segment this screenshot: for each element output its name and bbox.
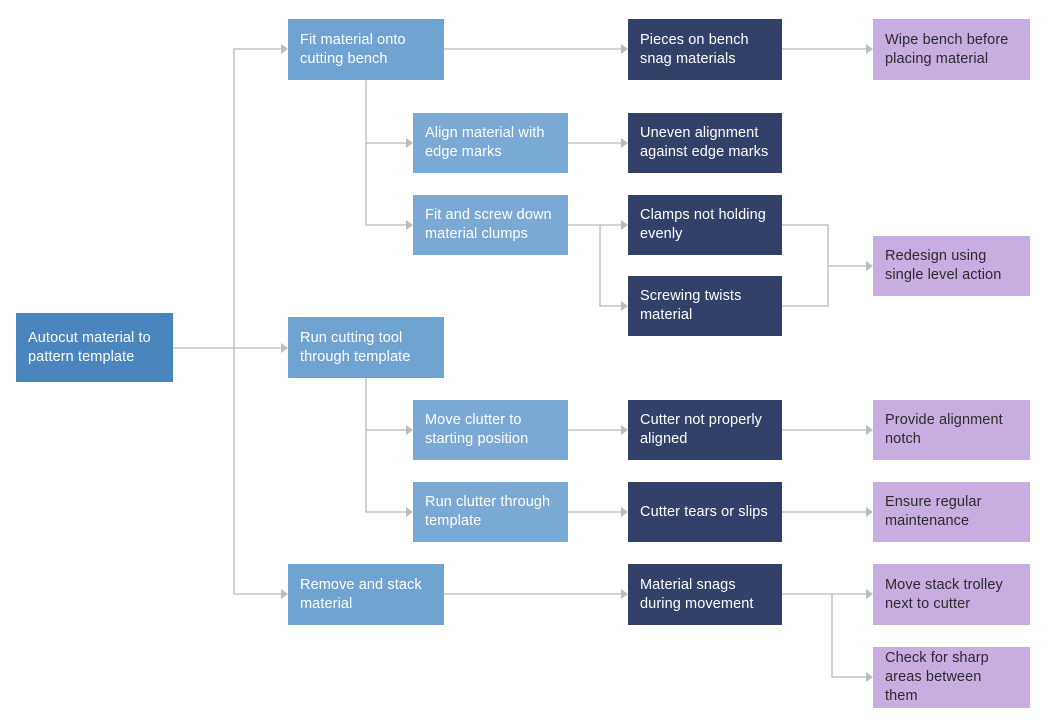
arrow-run-clutter bbox=[406, 507, 413, 517]
arrow-material-snags bbox=[621, 589, 628, 599]
node-move-clutter-to-starting-position[interactable]: Move clutter to starting position bbox=[413, 400, 568, 460]
edge-run-to-move-clutter bbox=[365, 378, 406, 431]
node-material-snags-during-movement[interactable]: Material snags during movement bbox=[628, 564, 782, 625]
arrow-remove-stack bbox=[281, 589, 288, 599]
node-uneven-alignment-against-edge-marks[interactable]: Uneven alignment against edge marks bbox=[628, 113, 782, 173]
arrow-align-material bbox=[406, 138, 413, 148]
edge-run-to-run-clutter bbox=[365, 430, 406, 513]
node-provide-alignment-notch[interactable]: Provide alignment notch bbox=[873, 400, 1030, 460]
edge-snags-to-check-sharp bbox=[782, 593, 866, 678]
node-fit-and-screw-down-material-clumps[interactable]: Fit and screw down material clumps bbox=[413, 195, 568, 255]
arrow-check-sharp bbox=[866, 672, 873, 682]
node-remove-and-stack-material[interactable]: Remove and stack material bbox=[288, 564, 444, 625]
node-clamps-not-holding-evenly[interactable]: Clamps not holding evenly bbox=[628, 195, 782, 255]
arrow-wipe-bench bbox=[866, 44, 873, 54]
arrow-provide-notch bbox=[866, 425, 873, 435]
arrow-fit-material bbox=[281, 44, 288, 54]
node-root[interactable]: Autocut material to pattern template bbox=[16, 313, 173, 382]
edge-screwdown-to-screwing bbox=[568, 224, 621, 307]
edge-root-to-fit-material bbox=[233, 48, 281, 348]
node-move-stack-trolley-next-to-cutter[interactable]: Move stack trolley next to cutter bbox=[873, 564, 1030, 625]
arrow-cutter-tears bbox=[621, 507, 628, 517]
arrow-screwing-twists bbox=[621, 301, 628, 311]
node-cutter-not-properly-aligned[interactable]: Cutter not properly aligned bbox=[628, 400, 782, 460]
arrow-redesign bbox=[866, 261, 873, 271]
node-pieces-on-bench-snag-materials[interactable]: Pieces on bench snag materials bbox=[628, 19, 782, 80]
node-cutter-tears-or-slips[interactable]: Cutter tears or slips bbox=[628, 482, 782, 542]
arrow-move-clutter bbox=[406, 425, 413, 435]
arrow-pieces-on-bench bbox=[621, 44, 628, 54]
edge-fit-to-screwdown bbox=[365, 143, 406, 226]
edge-fit-to-align bbox=[365, 80, 406, 144]
node-ensure-regular-maintenance[interactable]: Ensure regular maintenance bbox=[873, 482, 1030, 542]
edge-merge-to-redesign bbox=[782, 224, 829, 307]
node-run-clutter-through-template[interactable]: Run clutter through template bbox=[413, 482, 568, 542]
arrow-run-cutting bbox=[281, 343, 288, 353]
arrow-fit-screw-down bbox=[406, 220, 413, 230]
node-run-cutting-tool-through-template[interactable]: Run cutting tool through template bbox=[288, 317, 444, 378]
node-wipe-bench-before-placing-material[interactable]: Wipe bench before placing material bbox=[873, 19, 1030, 80]
arrow-move-trolley bbox=[866, 589, 873, 599]
node-check-for-sharp-areas-between-them[interactable]: Check for sharp areas between them bbox=[873, 647, 1030, 708]
node-screwing-twists-material[interactable]: Screwing twists material bbox=[628, 276, 782, 336]
arrow-cutter-not-aligned bbox=[621, 425, 628, 435]
arrow-clamps-not-holding bbox=[621, 220, 628, 230]
node-redesign-using-single-level-action[interactable]: Redesign using single level action bbox=[873, 236, 1030, 296]
arrow-uneven-alignment bbox=[621, 138, 628, 148]
edge-root-to-remove-stack bbox=[233, 348, 281, 595]
node-fit-material-onto-cutting-bench[interactable]: Fit material onto cutting bench bbox=[288, 19, 444, 80]
arrow-ensure-maintenance bbox=[866, 507, 873, 517]
node-align-material-with-edge-marks[interactable]: Align material with edge marks bbox=[413, 113, 568, 173]
